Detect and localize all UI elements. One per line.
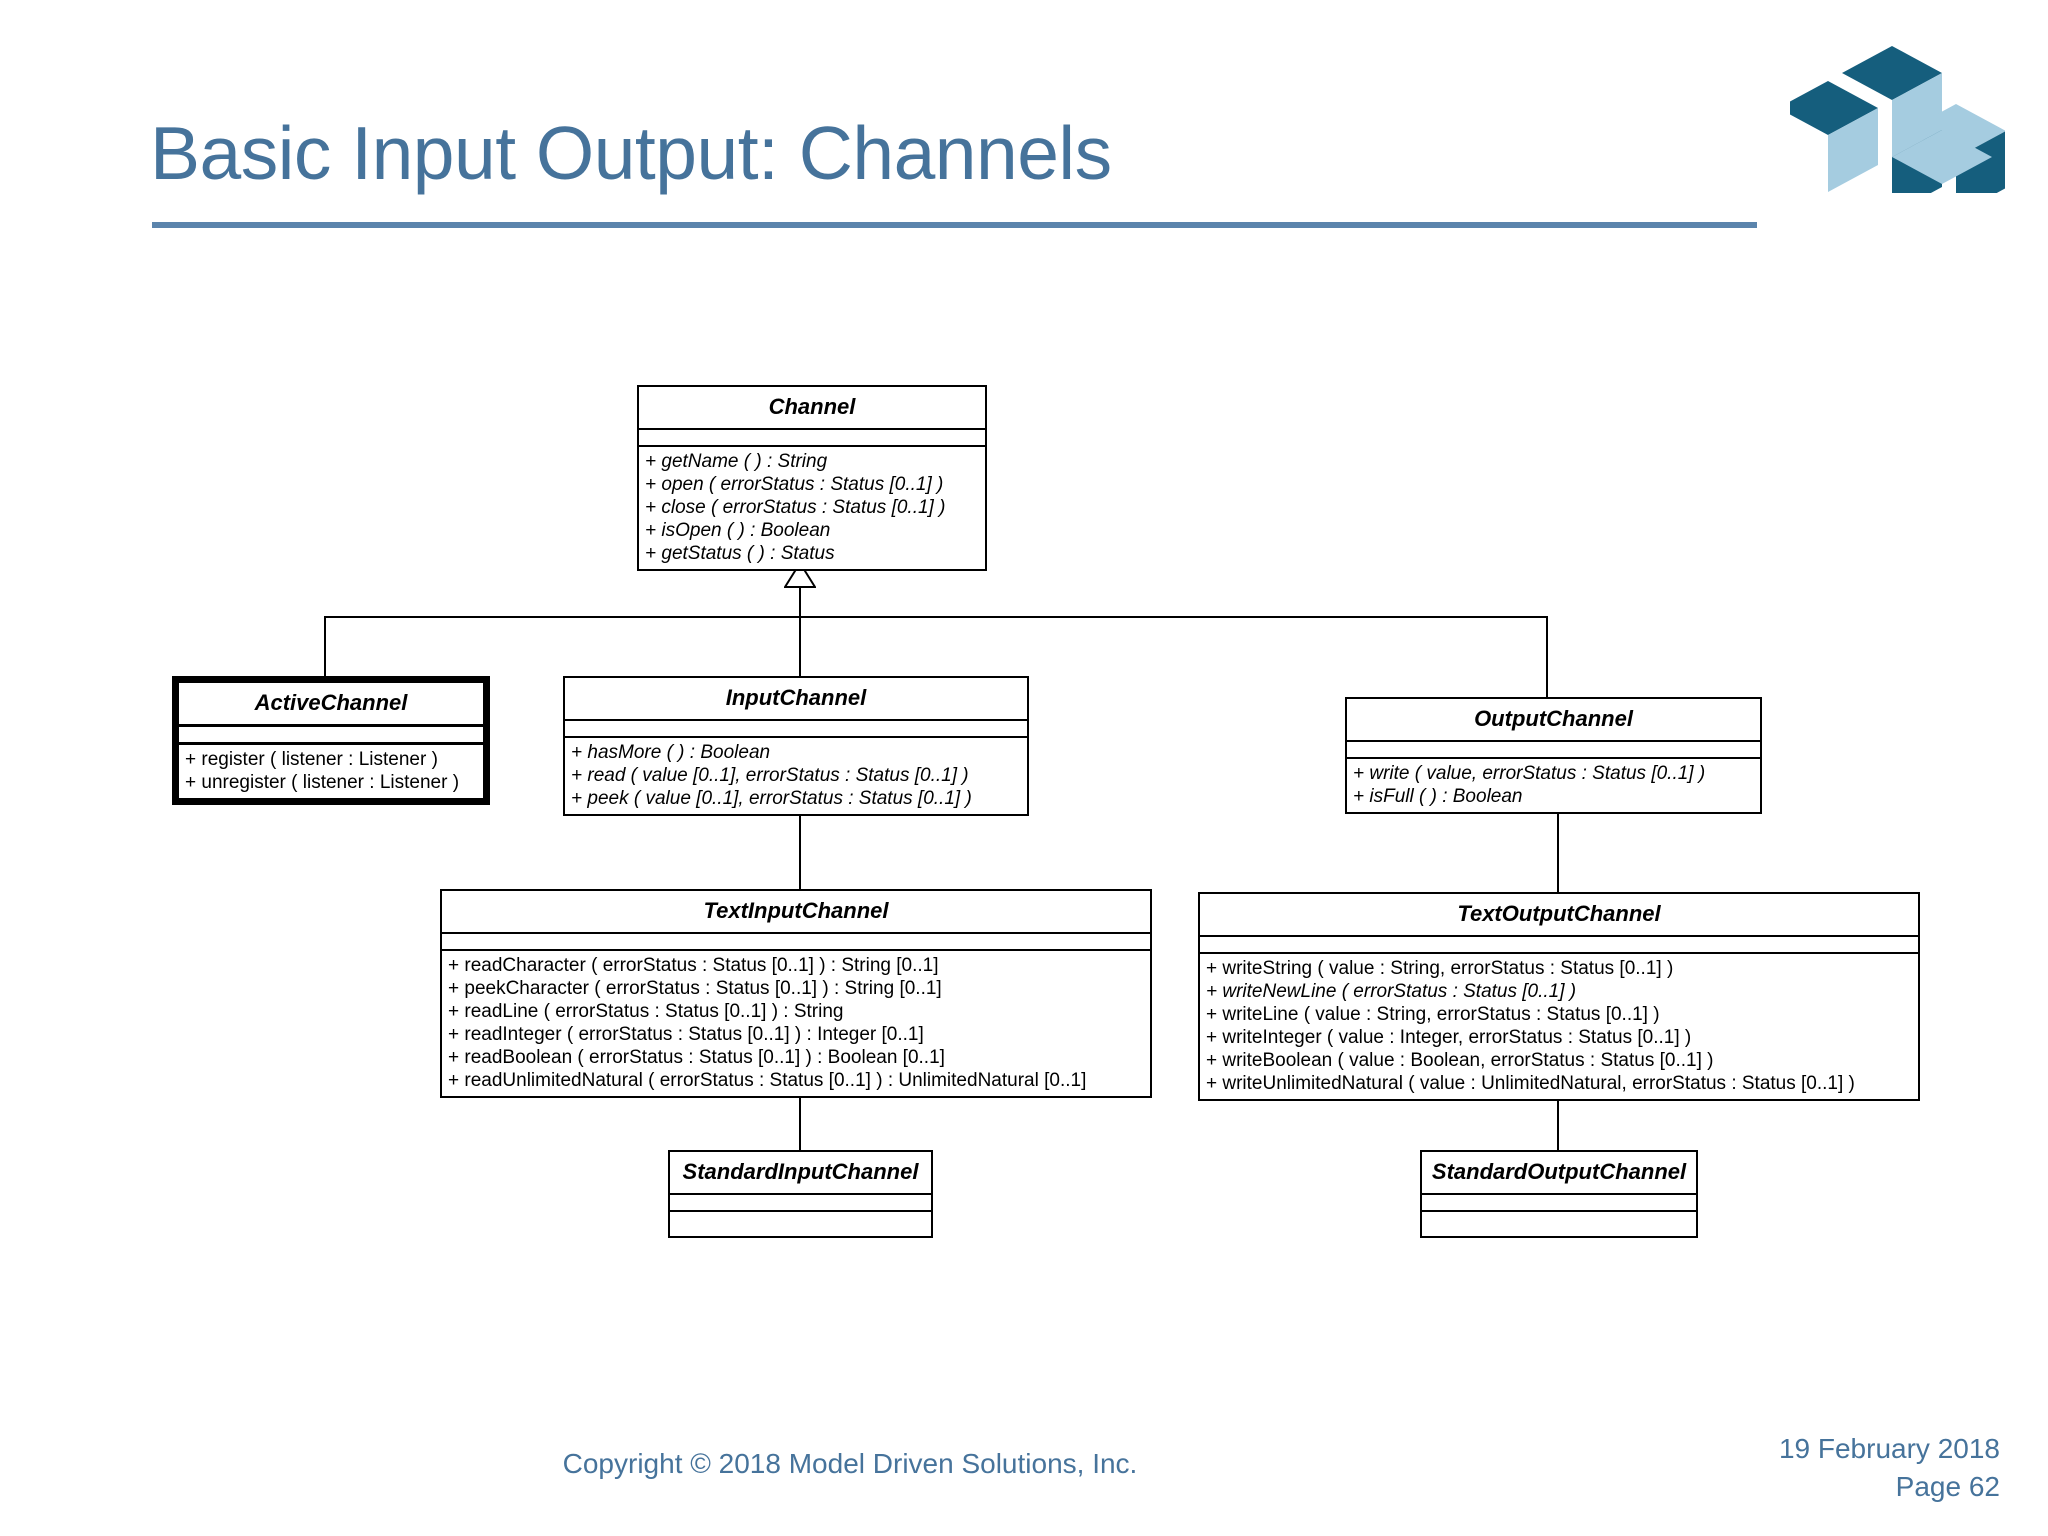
uml-class-inputchannel[interactable]: InputChannel + hasMore ( ) : Boolean + r…	[563, 676, 1029, 816]
uml-class-textinputchannel[interactable]: TextInputChannel + readCharacter ( error…	[440, 889, 1152, 1098]
operation-row: + writeLine ( value : String, errorStatu…	[1206, 1004, 1660, 1025]
operation-row: + read ( value [0..1], errorStatus : Sta…	[571, 765, 969, 786]
class-name-standardoutputchannel: StandardOutputChannel	[1422, 1152, 1696, 1195]
attributes-compartment-textoutputchannel	[1200, 937, 1918, 954]
operation-row: + writeString ( value : String, errorSta…	[1206, 958, 1674, 979]
class-name-textinputchannel: TextInputChannel	[442, 891, 1150, 934]
operations-compartment-channel: + getName ( ) : String + open ( errorSta…	[639, 447, 985, 569]
operation-row: + isOpen ( ) : Boolean	[645, 520, 831, 541]
attributes-compartment-outputchannel	[1347, 742, 1760, 759]
generalization-line-standardinputchannel	[799, 1090, 801, 1150]
operation-row: + open ( errorStatus : Status [0..1] )	[645, 474, 944, 495]
operation-row: + readInteger ( errorStatus : Status [0.…	[448, 1024, 924, 1045]
uml-class-outputchannel[interactable]: OutputChannel + write ( value, errorStat…	[1345, 697, 1762, 814]
class-name-channel: Channel	[639, 387, 985, 430]
generalization-line-textinputchannel	[799, 805, 801, 889]
attributes-compartment-activechannel	[179, 727, 483, 745]
operation-row: + readCharacter ( errorStatus : Status […	[448, 955, 939, 976]
footer-date-text: 19 February 2018	[1778, 1433, 2000, 1464]
title-underline-rule	[152, 222, 1757, 228]
operation-row: + isFull ( ) : Boolean	[1353, 786, 1523, 807]
operation-row: + writeUnlimitedNatural ( value : Unlimi…	[1206, 1073, 1855, 1094]
attributes-compartment-channel	[639, 430, 985, 447]
generalization-line-activechannel	[324, 616, 326, 681]
footer-page-number: Page 62	[1895, 1471, 2000, 1502]
operation-row: + readUnlimitedNatural ( errorStatus : S…	[448, 1070, 1087, 1091]
operation-row: + write ( value, errorStatus : Status [0…	[1353, 763, 1706, 784]
operation-row: + readLine ( errorStatus : Status [0..1]…	[448, 1001, 844, 1022]
operation-row: + close ( errorStatus : Status [0..1] )	[645, 497, 946, 518]
generalization-line-textoutputchannel	[1557, 806, 1559, 894]
operations-compartment-inputchannel: + hasMore ( ) : Boolean + read ( value […	[565, 738, 1027, 814]
operations-compartment-textinputchannel: + readCharacter ( errorStatus : Status […	[442, 951, 1150, 1096]
uml-class-activechannel[interactable]: ActiveChannel + register ( listener : Li…	[172, 676, 490, 805]
operation-row: + peekCharacter ( errorStatus : Status […	[448, 978, 942, 999]
operations-compartment-standardinputchannel	[670, 1212, 931, 1236]
generalization-line-standardoutputchannel	[1557, 1092, 1559, 1150]
uml-class-channel[interactable]: Channel + getName ( ) : String + open ( …	[637, 385, 987, 571]
operations-compartment-standardoutputchannel	[1422, 1212, 1696, 1236]
operations-compartment-textoutputchannel: + writeString ( value : String, errorSta…	[1200, 954, 1918, 1099]
operation-row: + register ( listener : Listener )	[185, 749, 438, 770]
class-name-textoutputchannel: TextOutputChannel	[1200, 894, 1918, 937]
attributes-compartment-standardoutputchannel	[1422, 1195, 1696, 1212]
class-name-activechannel: ActiveChannel	[179, 683, 483, 727]
operation-row: + writeNewLine ( errorStatus : Status [0…	[1206, 981, 1577, 1002]
page-title: Basic Input Output: Channels	[150, 111, 1112, 195]
uml-class-textoutputchannel[interactable]: TextOutputChannel + writeString ( value …	[1198, 892, 1920, 1101]
uml-class-standardinputchannel[interactable]: StandardInputChannel	[668, 1150, 933, 1238]
generalization-arrow-to-channel	[784, 562, 816, 588]
operation-row: + writeBoolean ( value : Boolean, errorS…	[1206, 1050, 1714, 1071]
operation-row: + getName ( ) : String	[645, 451, 828, 472]
operation-row: + peek ( value [0..1], errorStatus : Sta…	[571, 788, 972, 809]
attributes-compartment-inputchannel	[565, 721, 1027, 738]
operation-row: + getStatus ( ) : Status	[645, 543, 835, 564]
operation-row: + unregister ( listener : Listener )	[185, 772, 460, 793]
class-name-outputchannel: OutputChannel	[1347, 699, 1760, 742]
operation-row: + readBoolean ( errorStatus : Status [0.…	[448, 1047, 945, 1068]
attributes-compartment-textinputchannel	[442, 934, 1150, 951]
class-name-inputchannel: InputChannel	[565, 678, 1027, 721]
class-name-standardinputchannel: StandardInputChannel	[670, 1152, 931, 1195]
uml-class-standardoutputchannel[interactable]: StandardOutputChannel	[1420, 1150, 1698, 1238]
operations-compartment-outputchannel: + write ( value, errorStatus : Status [0…	[1347, 759, 1760, 812]
operations-compartment-activechannel: + register ( listener : Listener ) + unr…	[179, 745, 483, 798]
generalization-bus-channel	[325, 616, 1547, 618]
generalization-line-outputchannel	[1546, 616, 1548, 703]
operation-row: + hasMore ( ) : Boolean	[571, 742, 771, 763]
attributes-compartment-standardinputchannel	[670, 1195, 931, 1212]
footer-date-page: 19 February 2018 Page 62	[1779, 1430, 2000, 1506]
generalization-line-channel-stem	[799, 585, 801, 745]
operation-row: + writeInteger ( value : Integer, errorS…	[1206, 1027, 1692, 1048]
footer-copyright: Copyright © 2018 Model Driven Solutions,…	[562, 1448, 1138, 1479]
